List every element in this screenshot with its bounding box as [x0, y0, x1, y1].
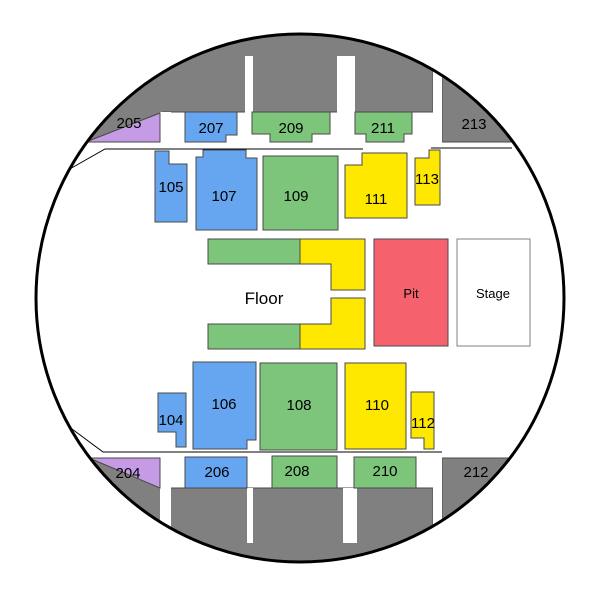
section-211-region[interactable] [354, 111, 413, 143]
section-204-region[interactable] [88, 457, 161, 489]
section-211-label: 211 [371, 120, 395, 137]
aisle-top-a [245, 56, 253, 142]
section-108-label: 108 [286, 397, 311, 414]
section-110-label: 110 [365, 397, 389, 414]
section-205-label: 205 [116, 115, 141, 132]
aisle-bottom-right [433, 455, 442, 545]
floor-green-strip-top[interactable] [207, 238, 301, 265]
section-111-label: 111 [365, 191, 388, 208]
section-207-region[interactable] [184, 111, 238, 143]
section-207-label: 207 [198, 120, 223, 137]
section-112-label: 112 [411, 415, 435, 432]
pit-label: Pit [403, 286, 419, 301]
section-205-region[interactable] [85, 112, 161, 143]
section-104-label: 104 [158, 412, 183, 429]
stage-region [456, 238, 531, 347]
section-209-label: 209 [278, 120, 303, 137]
section-111-region[interactable] [344, 152, 408, 219]
aisle-bottom-a [247, 488, 253, 543]
section-113-label: 113 [415, 171, 439, 188]
section-204-label: 204 [115, 465, 140, 482]
section-109-region[interactable] [262, 155, 339, 231]
walkway-line-top [67, 148, 363, 171]
pit-region[interactable] [373, 238, 449, 347]
section-206-label: 206 [204, 464, 229, 481]
section-109-label: 109 [283, 188, 308, 205]
section-108-region[interactable] [259, 362, 338, 451]
section-206-region[interactable] [184, 456, 248, 489]
section-210-region[interactable] [353, 456, 417, 489]
walkway-line-bottom [67, 425, 442, 453]
floor-yellow-wing-top[interactable] [299, 238, 366, 291]
section-105-label: 105 [158, 179, 183, 196]
section-110-region[interactable] [344, 362, 407, 450]
aisle-top-right [433, 56, 442, 144]
section-210-label: 210 [372, 463, 397, 480]
section-212-label: 212 [463, 464, 488, 481]
section-106-label: 106 [211, 396, 236, 413]
section-113-region[interactable] [414, 149, 441, 206]
section-208-label: 208 [284, 463, 309, 480]
stage-label: Stage [476, 286, 510, 301]
section-209-region[interactable] [251, 111, 331, 143]
aisle-bottom-left [160, 457, 171, 537]
section-104-region[interactable] [157, 392, 187, 448]
section-112-region[interactable] [410, 391, 435, 450]
arena-outline [34, 32, 566, 564]
floor-label: Floor [245, 289, 284, 308]
section-107-region[interactable] [195, 149, 258, 231]
floor-green-strip-bottom[interactable] [207, 323, 301, 350]
section-213-label: 213 [461, 116, 486, 133]
aisle-bottom-b [343, 488, 357, 543]
aisle-top-b [337, 56, 355, 142]
section-208-region[interactable] [271, 455, 338, 489]
aisle-top-left [160, 112, 171, 143]
section-107-label: 107 [211, 188, 236, 205]
section-106-region[interactable] [192, 361, 257, 450]
section-105-region[interactable] [154, 150, 188, 223]
